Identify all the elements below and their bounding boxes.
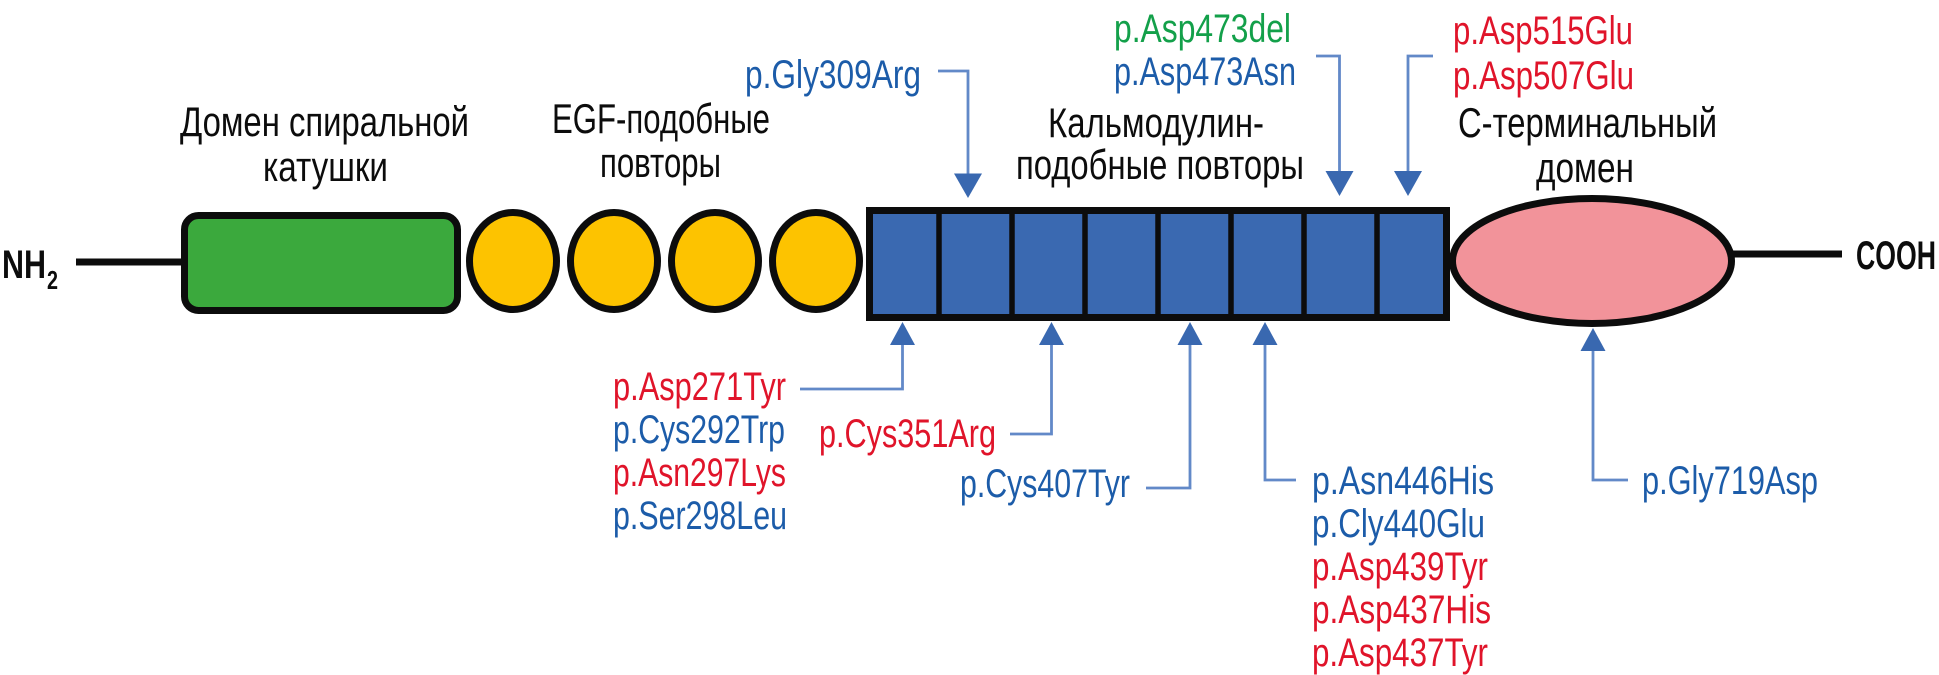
svg-text:p.Asp437Tyr: p.Asp437Tyr bbox=[1312, 631, 1488, 675]
svg-text:подобные повторы: подобные повторы bbox=[1016, 141, 1304, 188]
svg-text:p.Cly440Glu: p.Cly440Glu bbox=[1312, 502, 1485, 546]
svg-text:p.Asn297Lys: p.Asn297Lys bbox=[613, 451, 786, 495]
svg-text:p.Ser298Leu: p.Ser298Leu bbox=[613, 494, 787, 538]
svg-text:p.Asp439Tyr: p.Asp439Tyr bbox=[1312, 545, 1488, 589]
svg-text:p.Cys407Tyr: p.Cys407Tyr bbox=[960, 462, 1130, 506]
svg-text:домен: домен bbox=[1536, 144, 1634, 191]
svg-text:p.Asp437His: p.Asp437His bbox=[1312, 588, 1491, 632]
svg-text:p.Asp271Tyr: p.Asp271Tyr bbox=[613, 365, 786, 409]
svg-text:p.Asn446His: p.Asn446His bbox=[1312, 459, 1494, 503]
svg-text:2: 2 bbox=[47, 265, 58, 295]
svg-text:Кальмодулин-: Кальмодулин- bbox=[1048, 99, 1264, 146]
svg-text:p.Cys351Arg: p.Cys351Arg bbox=[819, 412, 996, 456]
svg-text:COOH: COOH bbox=[1856, 234, 1936, 278]
svg-text:Домен спиральной: Домен спиральной bbox=[180, 98, 469, 145]
svg-text:p.Gly309Arg: p.Gly309Arg bbox=[745, 53, 921, 97]
svg-text:NH: NH bbox=[2, 243, 46, 287]
svg-text:p.Asp473Asn: p.Asp473Asn bbox=[1114, 50, 1296, 94]
svg-text:p.Cys292Trp: p.Cys292Trp bbox=[613, 408, 785, 452]
svg-text:p.Asp473del: p.Asp473del bbox=[1114, 7, 1291, 51]
svg-text:p.Gly719Asp: p.Gly719Asp bbox=[1642, 459, 1818, 503]
svg-text:p.Asp507Glu: p.Asp507Glu bbox=[1453, 54, 1634, 98]
svg-text:p.Asp515Glu: p.Asp515Glu bbox=[1453, 9, 1633, 53]
svg-text:повторы: повторы bbox=[600, 139, 721, 186]
svg-text:C-терминальный: C-терминальный bbox=[1458, 99, 1717, 146]
svg-text:EGF-подобные: EGF-подобные bbox=[552, 95, 770, 142]
svg-text:катушки: катушки bbox=[263, 143, 388, 190]
